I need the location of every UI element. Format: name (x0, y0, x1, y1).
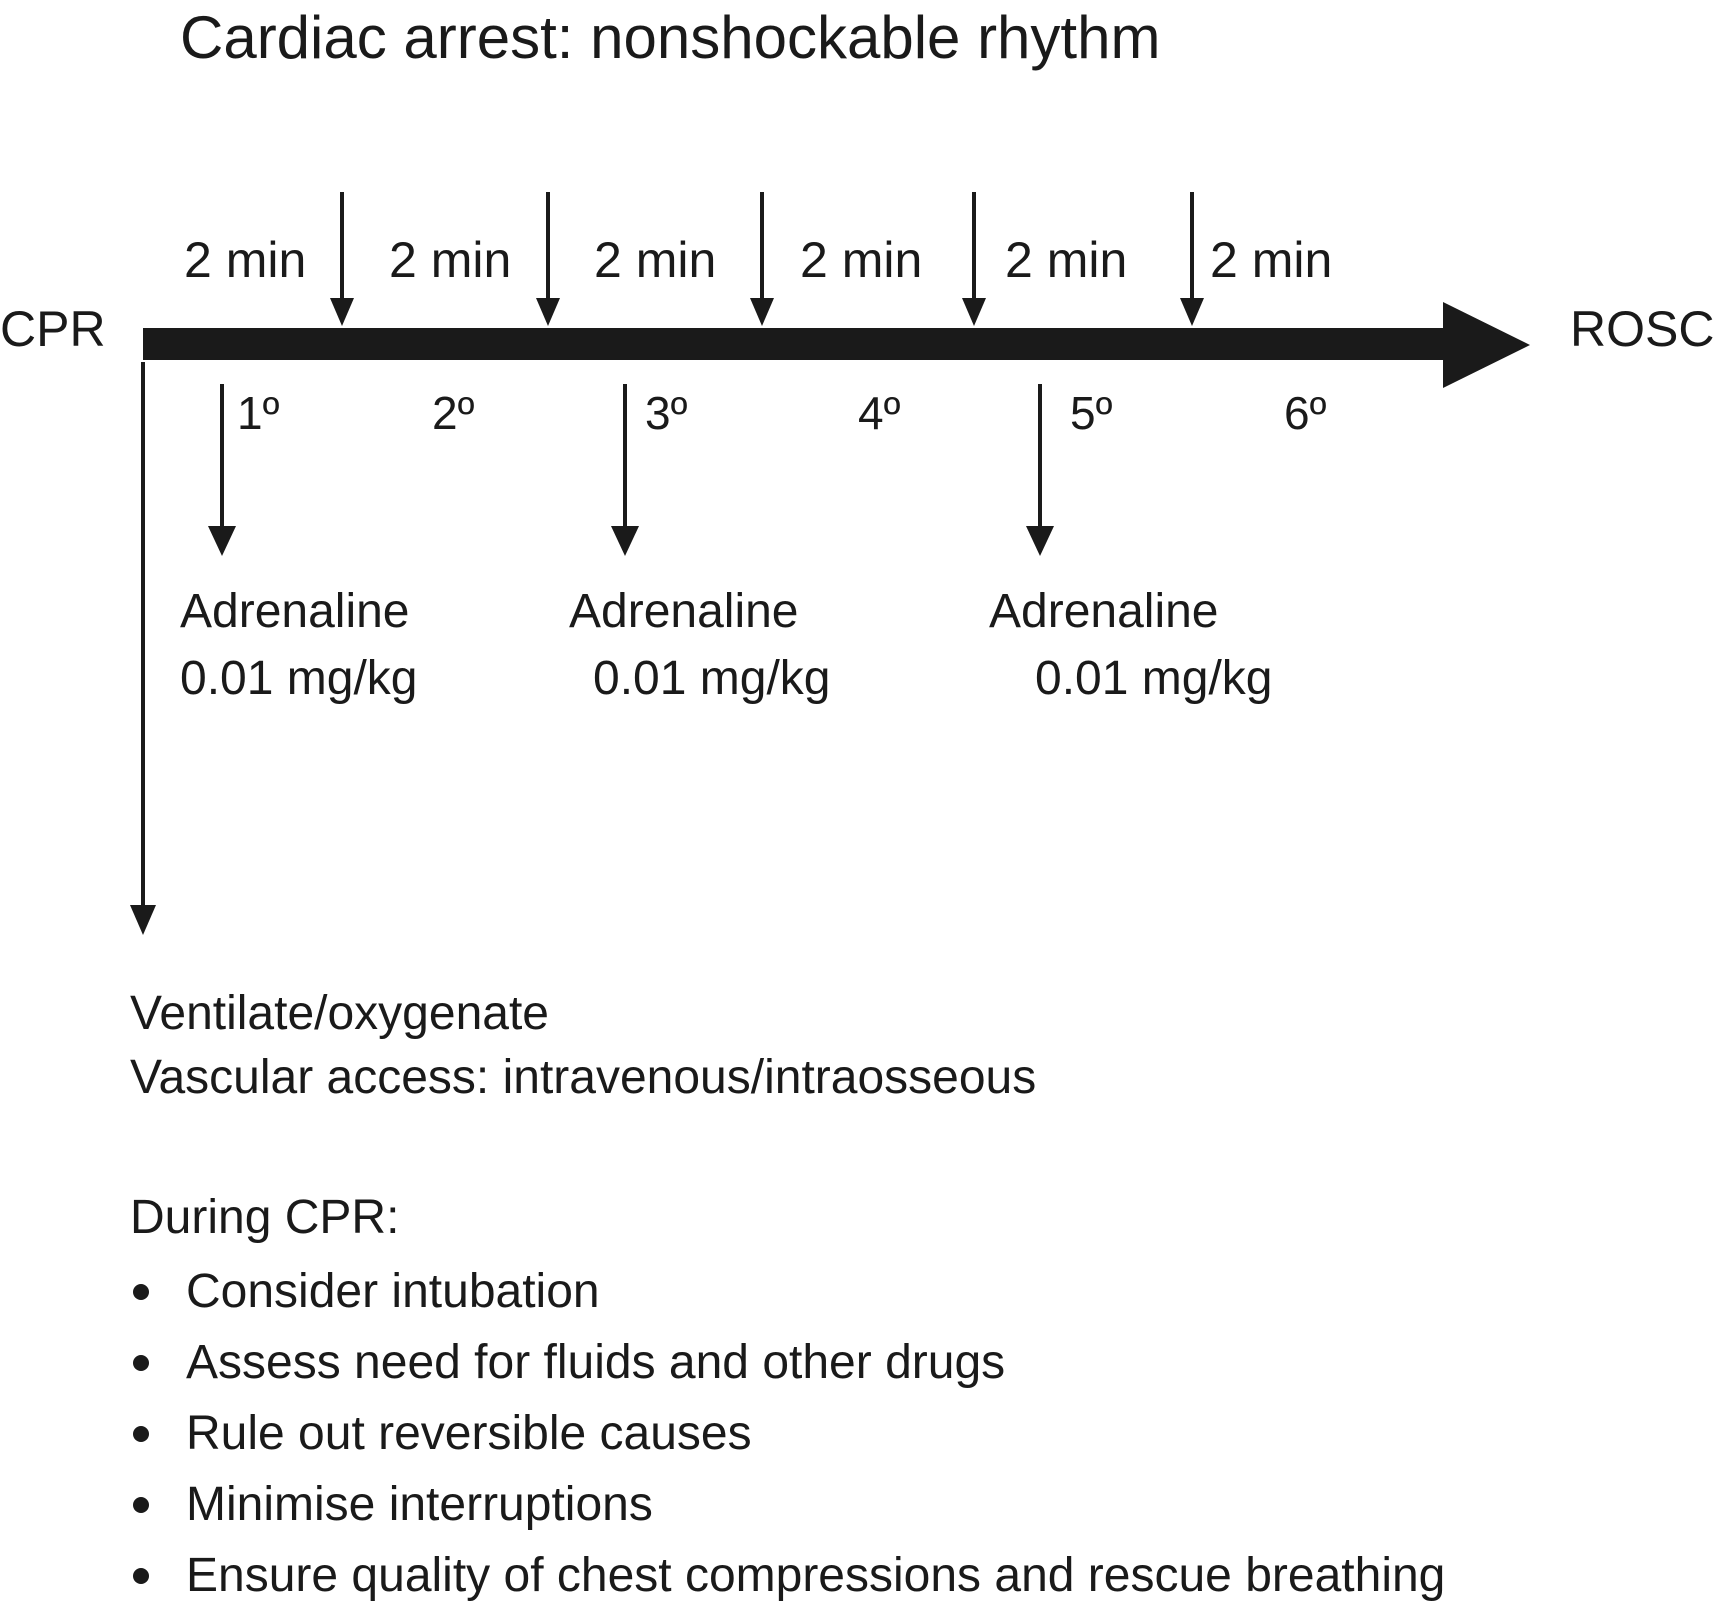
adrenaline-arrow-1 (208, 384, 236, 556)
vascular-access-note: Vascular access: intravenous/intraosseou… (130, 1051, 1037, 1104)
during-cpr-item-text: Ensure quality of chest compressions and… (186, 1549, 1446, 1602)
cycle-label-5: 5º (1070, 387, 1113, 439)
bullet-dot (133, 1497, 149, 1513)
cpr-start-label: CPR (0, 301, 106, 357)
during-cpr-item: Ensure quality of chest compressions and… (133, 1552, 1445, 1600)
bullet-dot (133, 1355, 149, 1371)
adrenaline-arrow-3 (611, 384, 639, 556)
adrenaline-dose-label-5: 0.01 mg/kg (1035, 652, 1273, 705)
adrenaline-dose-label-1: 0.01 mg/kg (180, 652, 418, 705)
cpr-down-arrow (130, 362, 156, 935)
cycle-marker-arrow-3 (750, 192, 774, 326)
diagram-title: Cardiac arrest: nonshockable rhythm (180, 4, 1161, 71)
cycle-label-4: 4º (858, 387, 901, 439)
ventilate-note: Ventilate/oxygenate (130, 987, 549, 1040)
during-cpr-item-text: Rule out reversible causes (186, 1407, 752, 1460)
during-cpr-item: Assess need for fluids and other drugs (133, 1339, 1005, 1387)
cycle-label-3: 3º (645, 387, 688, 439)
during-cpr-item-text: Consider intubation (186, 1265, 600, 1318)
interval-label-6: 2 min (1210, 232, 1333, 288)
during-cpr-heading: During CPR: (130, 1191, 400, 1244)
during-cpr-item: Minimise interruptions (133, 1481, 653, 1529)
during-cpr-item: Rule out reversible causes (133, 1410, 752, 1458)
interval-label-4: 2 min (800, 232, 923, 288)
adrenaline-dose-label-3: 0.01 mg/kg (593, 652, 831, 705)
cycle-marker-arrow-1 (330, 192, 354, 326)
cycle-label-6: 6º (1284, 387, 1327, 439)
bullet-dot (133, 1426, 149, 1442)
cycle-label-2: 2º (432, 387, 475, 439)
cycle-marker-arrow-4 (962, 192, 986, 326)
cycle-label-1: 1º (237, 387, 280, 439)
during-cpr-item-text: Minimise interruptions (186, 1478, 653, 1531)
during-cpr-item: Consider intubation (133, 1268, 600, 1316)
during-cpr-item-text: Assess need for fluids and other drugs (186, 1336, 1006, 1389)
bullet-dot (133, 1284, 149, 1300)
adrenaline-drug-label-3: Adrenaline (569, 585, 799, 638)
interval-label-5: 2 min (1005, 232, 1128, 288)
bullet-dot (133, 1568, 149, 1584)
rosc-end-label: ROSC (1570, 301, 1715, 357)
cycle-marker-arrow-5 (1180, 192, 1204, 326)
interval-label-1: 2 min (184, 232, 307, 288)
adrenaline-drug-label-5: Adrenaline (989, 585, 1219, 638)
adrenaline-arrow-5 (1026, 384, 1054, 556)
interval-label-2: 2 min (389, 232, 512, 288)
interval-label-3: 2 min (594, 232, 717, 288)
cycle-marker-arrow-2 (536, 192, 560, 326)
adrenaline-drug-label-1: Adrenaline (180, 585, 410, 638)
timeline-arrow (143, 302, 1530, 388)
